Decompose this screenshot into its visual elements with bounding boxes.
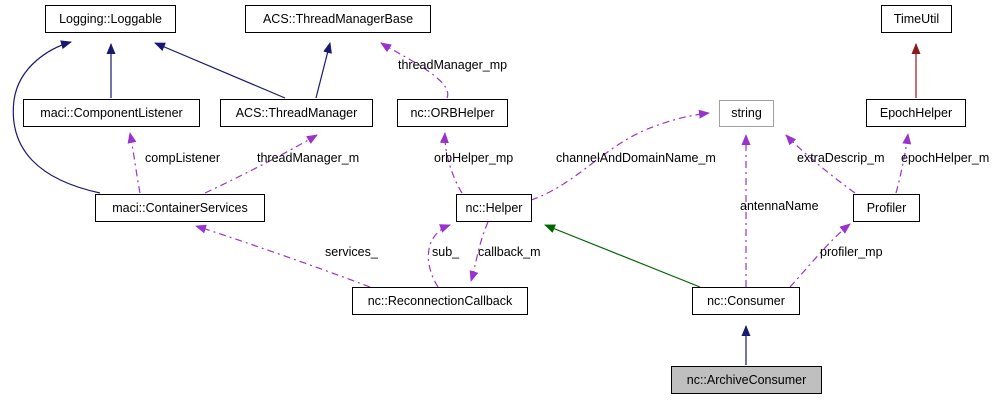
edge-label-epochhelper-m: epochHelper_m	[901, 151, 990, 165]
edge-acs-threadmanager-to-logging-loggable	[154, 42, 286, 99]
edge-maci-containerservices-to-maci-componentlistener	[127, 132, 141, 194]
edge-label-threadmanager-m: threadManager_m	[257, 151, 360, 165]
edge-profiler-to-epochhelper	[895, 133, 912, 194]
node-string[interactable]: string	[719, 100, 774, 127]
edge-maci-containerservices-to-logging-loggable	[12, 40, 101, 194]
node-epochhelper[interactable]: EpochHelper	[866, 99, 966, 127]
node-acs-threadmanager[interactable]: ACS::ThreadManager	[220, 99, 373, 127]
node-nc-helper[interactable]: nc::Helper	[456, 194, 532, 222]
edge-label-threadmanager-mp: threadManager_mp	[398, 58, 508, 72]
edge-label-channelanddomainname-m: channelAndDomainName_m	[556, 151, 716, 165]
edge-label-sub: sub_	[432, 245, 460, 259]
edge-nc-reconnectioncallback-to-nc-helper	[427, 224, 451, 288]
edge-nc-helper-to-nc-orbhelper	[439, 132, 463, 194]
node-maci-componentlistener[interactable]: maci::ComponentListener	[23, 99, 200, 127]
edge-label-antennaname: antennaName	[740, 199, 819, 213]
edge-label-extradescrip-m: extraDescrip_m	[797, 151, 885, 165]
node-nc-orbhelper[interactable]: nc::ORBHelper	[397, 99, 508, 127]
edge-nc-reconnectioncallback-to-maci-containerservices	[195, 224, 371, 288]
edge-acs-threadmanager-to-acs-threadmanagerbase	[315, 42, 332, 99]
node-acs-threadmanagerbase[interactable]: ACS::ThreadManagerBase	[245, 5, 431, 33]
edge-nc-helper-to-string	[530, 109, 710, 201]
edge-nc-helper-to-nc-reconnectioncallback	[469, 221, 489, 282]
edge-label-services: services_	[325, 245, 378, 259]
node-profiler[interactable]: Profiler	[853, 194, 920, 222]
node-logging-loggable[interactable]: Logging::Loggable	[45, 5, 176, 33]
node-nc-archiveconsumer[interactable]: nc::ArchiveConsumer	[671, 366, 822, 394]
node-nc-consumer[interactable]: nc::Consumer	[692, 287, 800, 315]
node-timeutil[interactable]: TimeUtil	[881, 5, 952, 33]
edge-label-callback-m: callback_m	[478, 245, 541, 259]
edge-nc-orbhelper-to-acs-threadmanagerbase	[380, 42, 449, 99]
edge-label-orbhelper-mp: orbHelper_mp	[434, 151, 514, 165]
node-maci-containerservices[interactable]: maci::ContainerServices	[95, 194, 265, 222]
node-nc-reconnectioncallback[interactable]: nc::ReconnectionCallback	[352, 287, 528, 315]
edge-label-profiler-mp: profiler_mp	[820, 245, 883, 259]
edge-label-complistener: compListener	[145, 151, 221, 165]
edge-maci-containerservices-to-acs-threadmanager	[204, 134, 318, 194]
edge-nc-consumer-to-profiler	[789, 223, 851, 288]
edge-nc-consumer-to-nc-helper	[544, 224, 701, 288]
